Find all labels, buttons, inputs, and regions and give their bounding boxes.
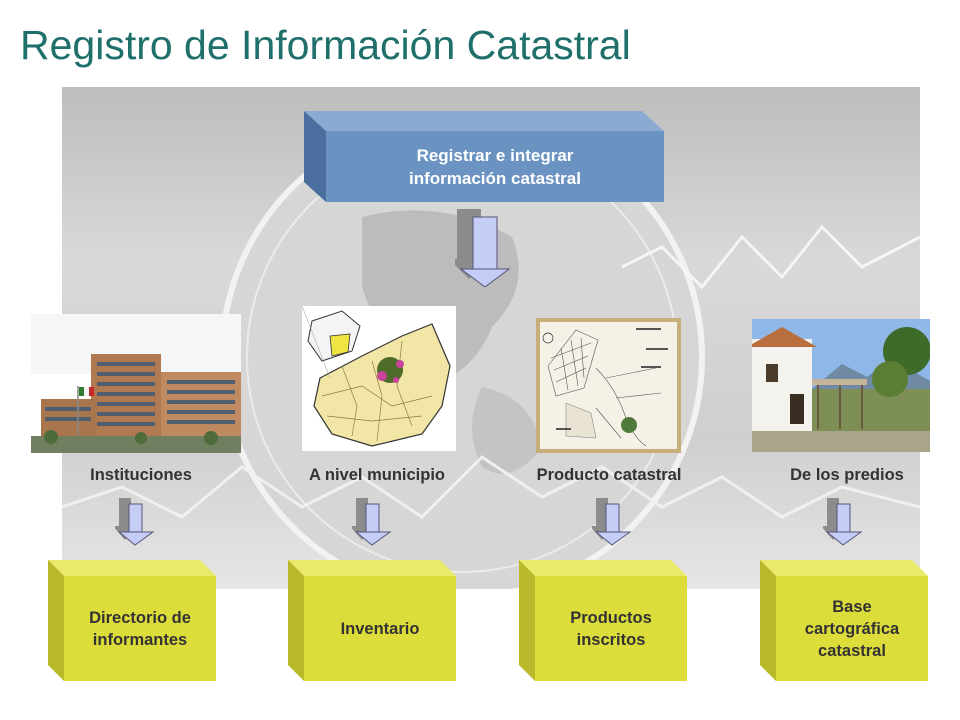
institutional-building-photo xyxy=(31,314,241,453)
category-label-municipio: A nivel municipio xyxy=(309,466,445,484)
category-label-predios: De los predios xyxy=(790,466,904,484)
down-arrow-icon xyxy=(592,498,632,546)
cadastral-map xyxy=(536,318,681,453)
down-arrow-icon xyxy=(352,498,392,546)
category-label-instituciones: Instituciones xyxy=(90,466,192,484)
property-house-photo xyxy=(752,319,930,452)
page-title: Registro de Información Catastral xyxy=(20,22,631,68)
municipal-map xyxy=(302,306,456,451)
output-box-inventario: Inventario xyxy=(288,560,456,681)
output-label-inventario: Inventario xyxy=(340,619,420,638)
down-arrow-icon xyxy=(455,209,511,287)
down-arrow-icon xyxy=(823,498,863,546)
category-label-producto: Producto catastral xyxy=(536,466,682,484)
down-arrow-icon xyxy=(115,498,155,546)
